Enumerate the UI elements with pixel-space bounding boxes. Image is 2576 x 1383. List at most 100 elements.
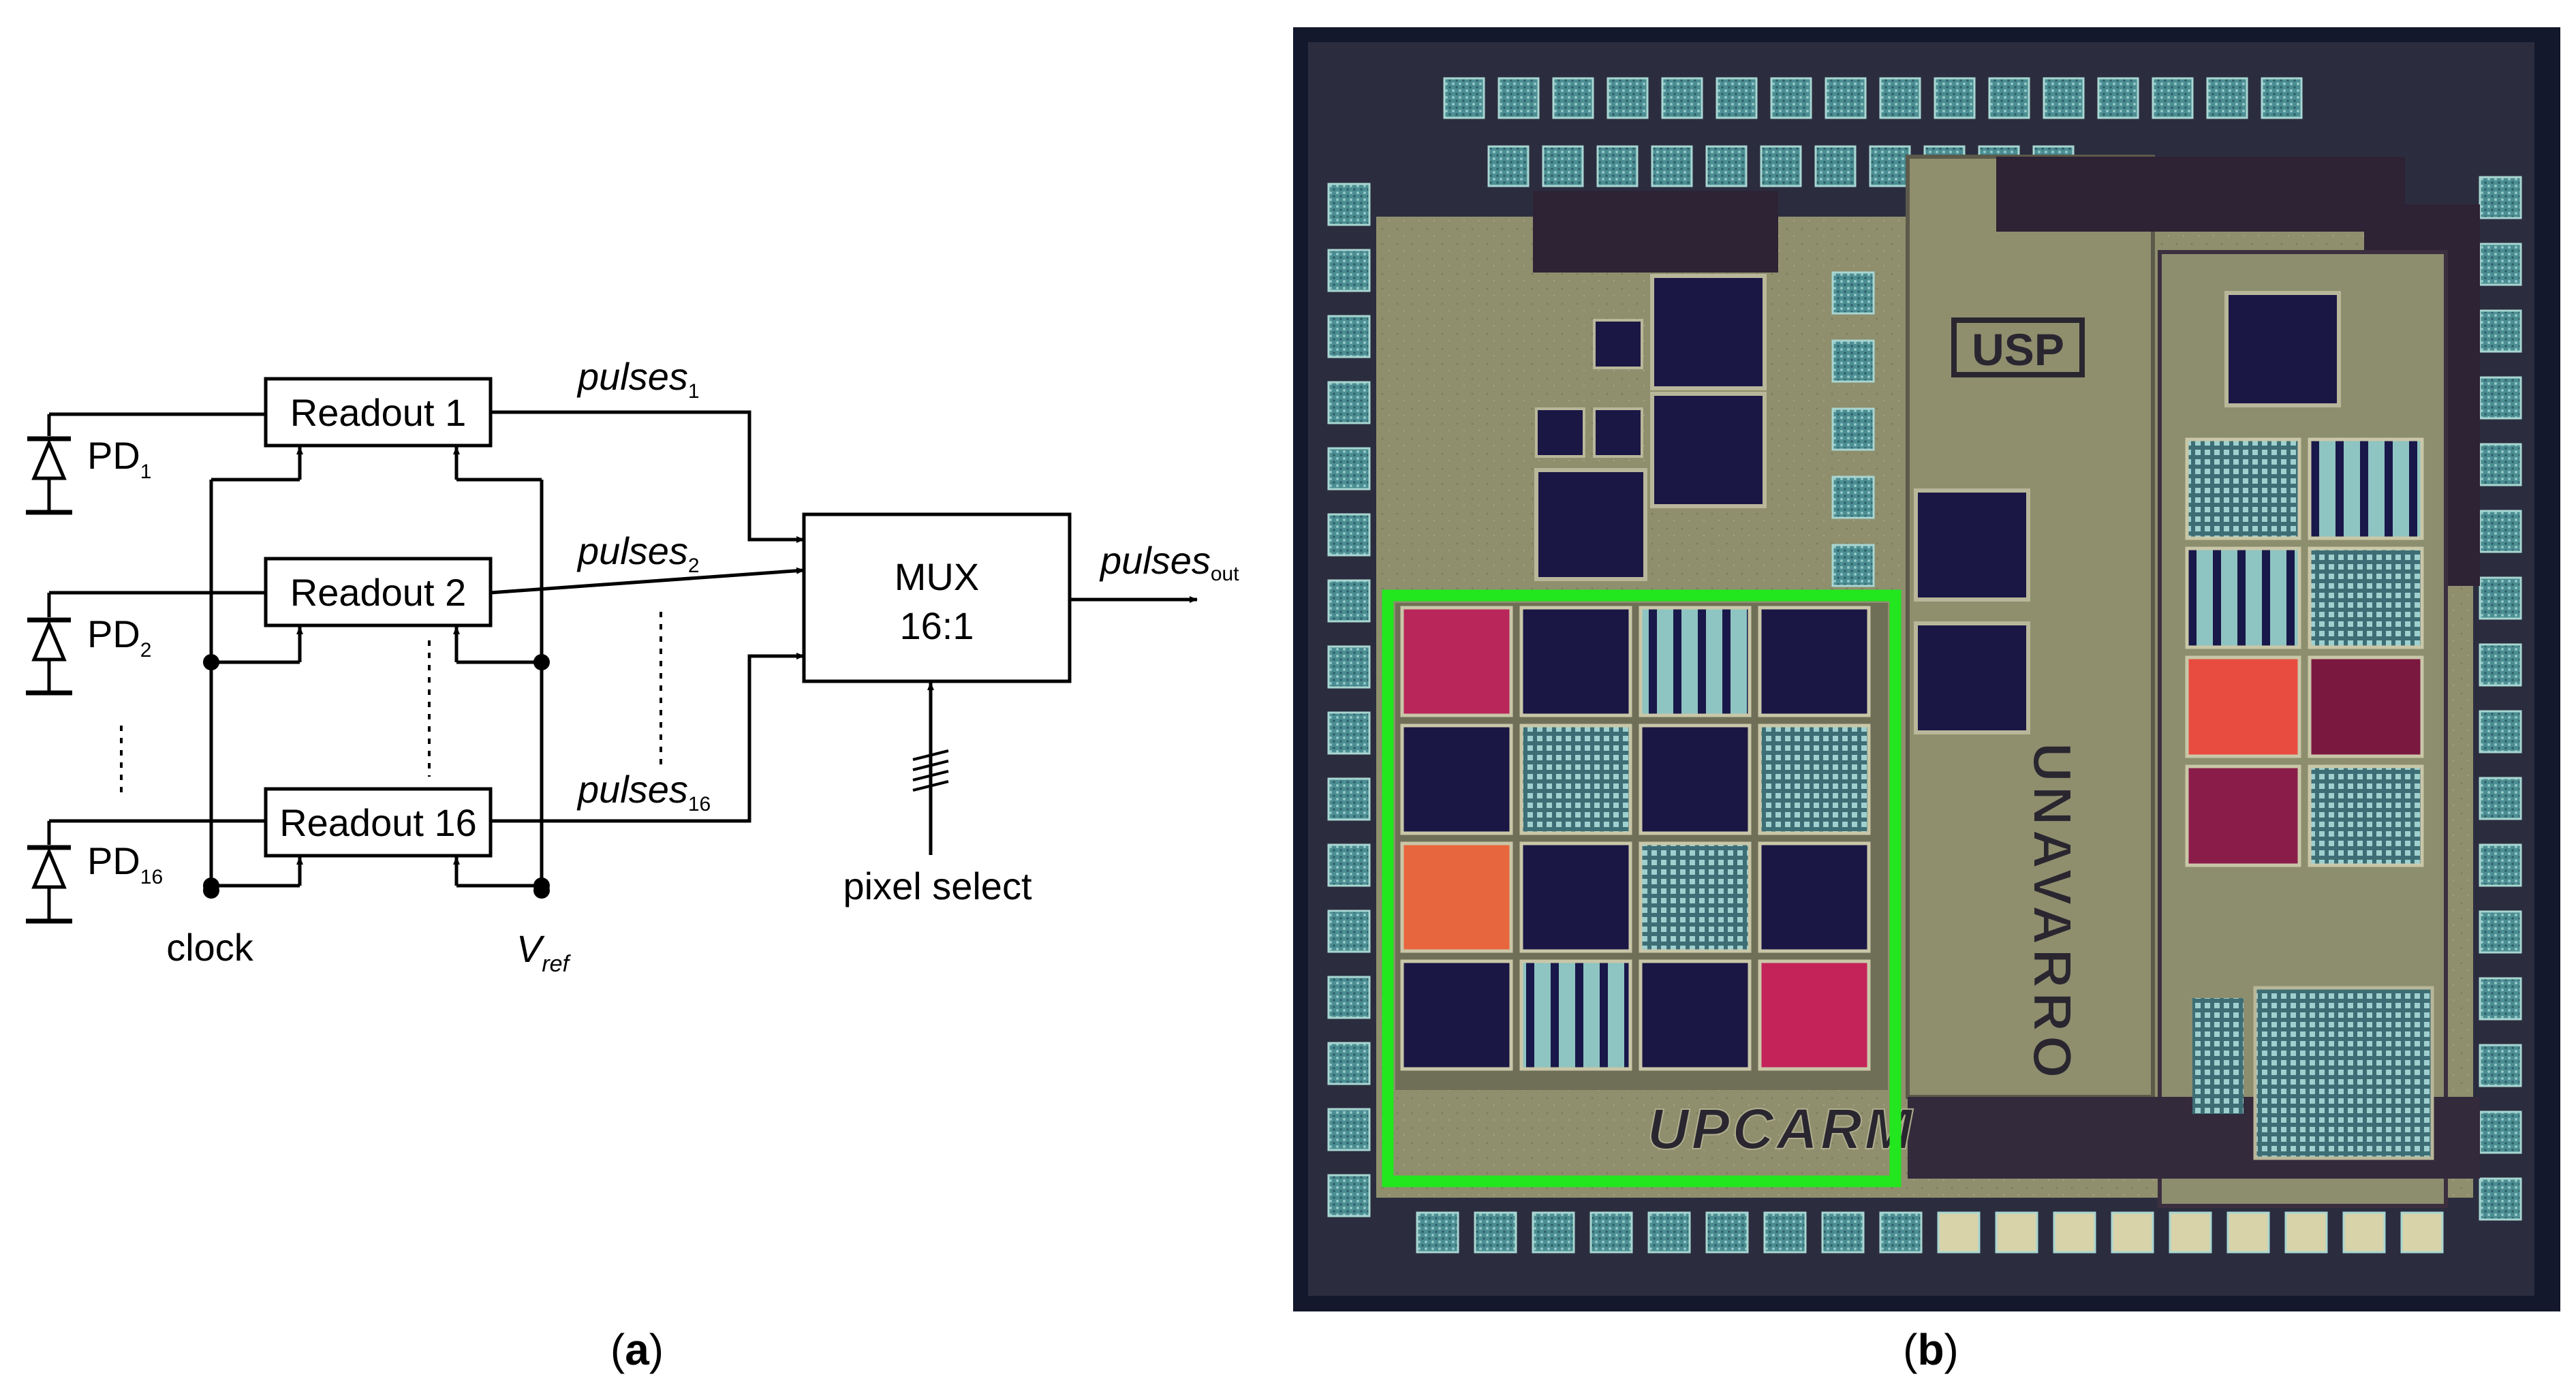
bond-pad [1443, 77, 1485, 119]
bond-pad [1705, 145, 1748, 187]
bond-pad [1988, 77, 2030, 119]
schematic-labels: Readout 1 Readout 2 Readout 16 PD1 PD2 P… [87, 355, 1239, 977]
pd-16-label: PD16 [87, 839, 163, 888]
clock-label: clock [166, 926, 254, 969]
bond-pad [1327, 843, 1371, 887]
bond-pad [2053, 1211, 2096, 1254]
upper-block-2 [1650, 392, 1767, 508]
bond-pad [2479, 777, 2522, 820]
pulses-16-wire [491, 653, 805, 823]
bond-pad [1879, 1211, 1923, 1254]
bond-pad [2479, 910, 2522, 954]
bond-pad [2043, 77, 2085, 119]
bond-pad [1821, 1211, 1865, 1254]
bond-pad [2479, 710, 2522, 753]
bond-pad [1589, 1211, 1633, 1254]
bond-pad [1416, 1211, 1459, 1254]
readout-1-label: Readout 1 [290, 391, 466, 434]
pixel-cell [1758, 606, 1871, 717]
pixel-cell [1519, 606, 1632, 717]
bond-pad [1327, 777, 1371, 821]
pixel-cell [1400, 724, 1513, 835]
upper-block-3 [1534, 468, 1647, 581]
bond-pad [1327, 249, 1371, 292]
bond-pad [1661, 77, 1703, 119]
bond-pad [2284, 1211, 2328, 1254]
pixel-cell [2308, 437, 2424, 540]
right-pixel-array [2185, 437, 2424, 867]
pixel-cell [1400, 841, 1513, 953]
mid-block-1 [1914, 488, 2030, 602]
bond-pad [1825, 77, 1867, 119]
bus-width-ticks [912, 749, 949, 792]
mux-label-line-1: MUX [895, 555, 979, 598]
pulses-1-label: pulses1 [576, 355, 700, 403]
bond-pad [2479, 510, 2522, 553]
bond-pad [1831, 407, 1875, 451]
pulses-2-wire [490, 567, 805, 595]
usp-logo-frame [1951, 317, 2085, 377]
readout-schematic [26, 377, 1198, 924]
bond-pad [1831, 476, 1875, 519]
bond-pad [1937, 1211, 1981, 1254]
pixel-array-highlight [1382, 589, 1902, 1187]
bond-pad [1327, 1174, 1371, 1217]
bond-pad [1647, 1211, 1691, 1254]
pulses-out-label: pulsesout [1099, 539, 1239, 585]
bond-pad [1651, 145, 1693, 187]
right-top-block [2224, 291, 2341, 407]
pixel-cell [1400, 959, 1513, 1071]
mux-label-line-2: 16:1 [900, 604, 974, 647]
readout-2-box [264, 557, 493, 627]
pixel-cell [2308, 546, 2424, 649]
chip-die-photo: USP UNAVARRO UPCARM [1293, 27, 2560, 1311]
bond-pad [2479, 1110, 2522, 1154]
dark-routing-top [1996, 157, 2405, 232]
pixel-cell [1400, 606, 1513, 717]
vref-junction-2 [533, 654, 550, 670]
bond-pad [1770, 77, 1812, 119]
bond-pad [1474, 1211, 1517, 1254]
bond-pad [1327, 579, 1371, 623]
bond-pad [2479, 977, 2522, 1021]
bond-pad [1831, 271, 1875, 315]
pixel-select-label: pixel select [843, 865, 1031, 907]
pixel-cell [2308, 764, 2424, 867]
clock-junction-2 [203, 654, 219, 670]
bond-pad [2479, 309, 2522, 353]
upper-block-1 [1650, 274, 1767, 390]
bond-pad [2479, 443, 2522, 486]
bond-pad [2479, 176, 2522, 219]
caption-b: (b) [1903, 1325, 1959, 1374]
pulses-2-label: pulses2 [576, 529, 700, 577]
pixel-cell [1519, 959, 1632, 1071]
bond-pad [2479, 243, 2522, 286]
pd-2-label: PD2 [87, 612, 151, 662]
pixel-cell [1758, 724, 1871, 835]
pulses-1-wire [491, 410, 805, 543]
bond-pad [2400, 1211, 2444, 1254]
readout-2-label: Readout 2 [290, 571, 466, 614]
pixel-cell [2185, 764, 2301, 867]
vref-label: Vref [516, 927, 572, 977]
bond-pad [1995, 1211, 2038, 1254]
pulses-16-label: pulses16 [576, 768, 711, 815]
bond-pad [1327, 711, 1371, 755]
pixel-cell [2308, 655, 2424, 758]
bond-pad [1716, 77, 1758, 119]
bond-pad [1327, 513, 1371, 557]
bond-pad [1763, 1211, 1807, 1254]
bond-pad [1831, 544, 1875, 587]
pixel-cell [1758, 959, 1871, 1071]
bond-pad [2261, 77, 2303, 119]
bond-pad [2479, 643, 2522, 687]
right-small-grid [2192, 998, 2244, 1114]
bond-pad [1327, 183, 1371, 226]
dark-routing-left [1533, 191, 1778, 273]
bond-pad [1596, 145, 1639, 187]
upper-block-5 [1593, 407, 1643, 458]
readout-16-label: Readout 16 [279, 801, 477, 844]
bond-pad [2342, 1211, 2386, 1254]
bond-pad [1831, 339, 1875, 383]
